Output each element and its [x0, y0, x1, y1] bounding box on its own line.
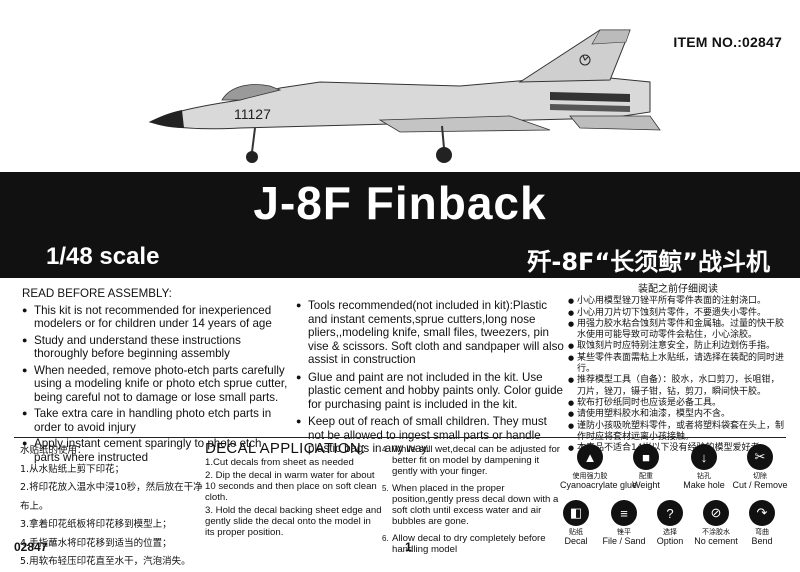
title-band [0, 172, 800, 278]
cn-note-item: 请使用塑料胶水和油漆，模型内不含。 [568, 409, 788, 421]
decal-step: 2. Dip the decal in warm water for about… [205, 470, 377, 503]
instruction-item: Apply instant cement sparingly to photo … [22, 437, 290, 464]
cn-note-item: 取蚀刻片时应特别注意安全，防止利边划伤手指。 [568, 341, 788, 353]
legend-item: ⊘ 不涂胶水 No cement [686, 500, 746, 546]
decal-title: DECAL APPLICATION: [205, 440, 366, 457]
legend-item: ✂ 切除 Cut / Remove [730, 444, 790, 490]
decal-cn-heading: 水贴纸的使用： [20, 445, 87, 456]
legend-item: ↓ 钻孔 Make hole [674, 444, 734, 490]
cn-note-item: 推荐模型工具（自备）：胶水，水口剪刀，长咀钳，刀片，锉刀，镊子钳，钻，剪刀，瞬间… [568, 375, 788, 398]
legend-cn-label: 弯曲 [755, 528, 769, 536]
legend-item: ◧ 贴纸 Decal [546, 500, 606, 546]
option-icon: ? [657, 500, 683, 526]
legend-cn-label: 锉平 [617, 528, 631, 536]
legend-item: ▲ 使用强力胶 Cyanoacrylate glue [560, 444, 638, 490]
legend-en-label: No cement [694, 536, 738, 546]
legend-cn-label: 贴纸 [569, 528, 583, 536]
weight-icon: ■ [633, 444, 659, 470]
decal-step-number: 6. [382, 534, 389, 543]
jet-illustration: 11127 [148, 29, 661, 163]
file-sand-icon: ≡ [611, 500, 637, 526]
decal-step: 4. While still wet,decal can be adjusted… [382, 444, 560, 477]
chinese-notes: 装配之前仔细阅读 小心用模型锉刀锉平所有零件表面的注射浇口。 小心用刀片切下蚀刻… [568, 284, 788, 455]
cn-note-item: 小心用模型锉刀锉平所有零件表面的注射浇口。 [568, 296, 788, 308]
no-cement-icon: ⊘ [703, 500, 729, 526]
instructions-right-column: Tools recommended(not included in kit):P… [296, 299, 564, 459]
scale-label: 1/48 scale [46, 243, 160, 270]
legend-cn-label: 不涂胶水 [702, 528, 730, 536]
instruction-item: Take extra care in handling photo etch p… [22, 407, 290, 434]
chinese-title: 歼-8F“长须鲸”战斗机 [527, 248, 770, 276]
instruction-item: This kit is not recommended for inexperi… [22, 304, 290, 331]
legend-cn-label: 使用强力胶 [572, 472, 608, 480]
legend-en-label: File / Sand [602, 536, 646, 546]
decal-step-text: When placed in the proper position,gentl… [392, 483, 559, 527]
decal-cn-step: 3.拿着印花纸板将印花移到模型上； [20, 519, 172, 530]
legend-en-label: Decal [564, 536, 588, 546]
page-number: 1 [405, 540, 412, 554]
instruction-item: Keep out of reach of small children. The… [296, 415, 564, 456]
decal-step-number: 5. [382, 484, 389, 493]
decal-cn-step: 4.手指蘸水将印花移到适当的位置； [20, 537, 172, 549]
legend-item: ? 选择 Option [640, 500, 700, 546]
decal-icon: ◧ [563, 500, 589, 526]
decal-cn-step: 2.将印花放入温水中浸10秒，然后放在干净布上。 [20, 482, 203, 512]
cut-remove-icon: ✂ [747, 444, 773, 470]
item-number: ITEM NO.:02847 [673, 34, 782, 50]
decal-step-number: 4. [382, 445, 389, 454]
section-divider [14, 437, 786, 438]
bend-icon: ↷ [749, 500, 775, 526]
legend-en-label: Weight [632, 480, 660, 490]
decal-step-text: Allow decal to dry completely before han… [392, 533, 546, 555]
cn-note-item: 小心用刀片切下蚀刻片零件，不要遗失小零件。 [568, 308, 788, 320]
decal-cn-step: 5.用软布轻压印花直至水干，汽泡消失。 [20, 556, 191, 567]
legend-item: ■ 配重 Weight [616, 444, 676, 490]
decal-step: 3. Hold the decal backing sheet edge and… [205, 505, 382, 538]
read-before-heading: READ BEFORE ASSEMBLY: [22, 287, 172, 300]
glue-bottle-icon: ▲ [577, 444, 603, 470]
decal-step: 1.Cut decals from sheet as needed [205, 457, 354, 468]
legend-en-label: Cyanoacrylate glue [560, 480, 638, 490]
legend-cn-label: 选择 [663, 528, 677, 536]
decal-step: 5. When placed in the proper position,ge… [382, 483, 560, 527]
cn-note-item: 本产品不适合14岁以下没有经验的模型爱好者。 [568, 443, 788, 455]
instruction-item: Glue and paint are not included in the k… [296, 371, 564, 412]
page-title: J-8F Finback [253, 177, 547, 229]
decal-instructions-en: DECAL APPLICATION: 1.Cut decals from she… [205, 440, 383, 540]
legend-en-label: Make hole [683, 480, 725, 490]
legend-en-label: Bend [751, 536, 773, 546]
chinese-notes-heading: 装配之前仔细阅读 [638, 284, 718, 295]
instruction-item: Study and understand these instructions … [22, 334, 290, 361]
aircraft-serial: 11127 [234, 106, 271, 122]
cn-note-item: 谨防小孩吸吮塑料零件，或者将塑料袋套在头上，制作时应将套材远离小孩接触。 [568, 421, 788, 444]
instruction-item: Tools recommended(not included in kit):P… [296, 299, 564, 367]
legend-cn-label: 切除 [753, 472, 767, 480]
cn-note-item: 用强力胶水粘合蚀刻片零件和金属轴。过量的快干胶水使用可能导致可动零件会粘住，小心… [568, 319, 788, 342]
cn-note-item: 软布打砂纸同时也应该是必备工具。 [568, 398, 788, 410]
decal-cn-step: 1.从水贴纸上剪下印花； [20, 463, 125, 475]
cn-note-item: 某些零件表面需粘上水贴纸，请选择在装配的同时进行。 [568, 353, 788, 376]
legend-en-label: Cut / Remove [732, 480, 788, 490]
footer-product-code: 02847 [14, 540, 48, 554]
decal-step-text: While still wet,decal can be adjusted fo… [392, 444, 560, 477]
decal-instructions-cn: 水贴纸的使用： 1.从水贴纸上剪下印花； 2.将印花放入温水中浸10秒，然后放在… [20, 442, 210, 572]
legend-item: ↷ 弯曲 Bend [732, 500, 792, 546]
legend-en-label: Option [656, 536, 684, 546]
legend-item: ≡ 锉平 File / Sand [594, 500, 654, 546]
drill-icon: ↓ [691, 444, 717, 470]
decal-instructions-en-continued: 4. While still wet,decal can be adjusted… [382, 444, 560, 561]
instructions-left-column: READ BEFORE ASSEMBLY: This kit is not re… [22, 287, 290, 467]
decal-step: 6. Allow decal to dry completely before … [382, 533, 560, 555]
instruction-item: When needed, remove photo-etch parts car… [22, 364, 290, 405]
legend-cn-label: 钻孔 [697, 472, 711, 480]
legend-cn-label: 配重 [639, 472, 653, 480]
